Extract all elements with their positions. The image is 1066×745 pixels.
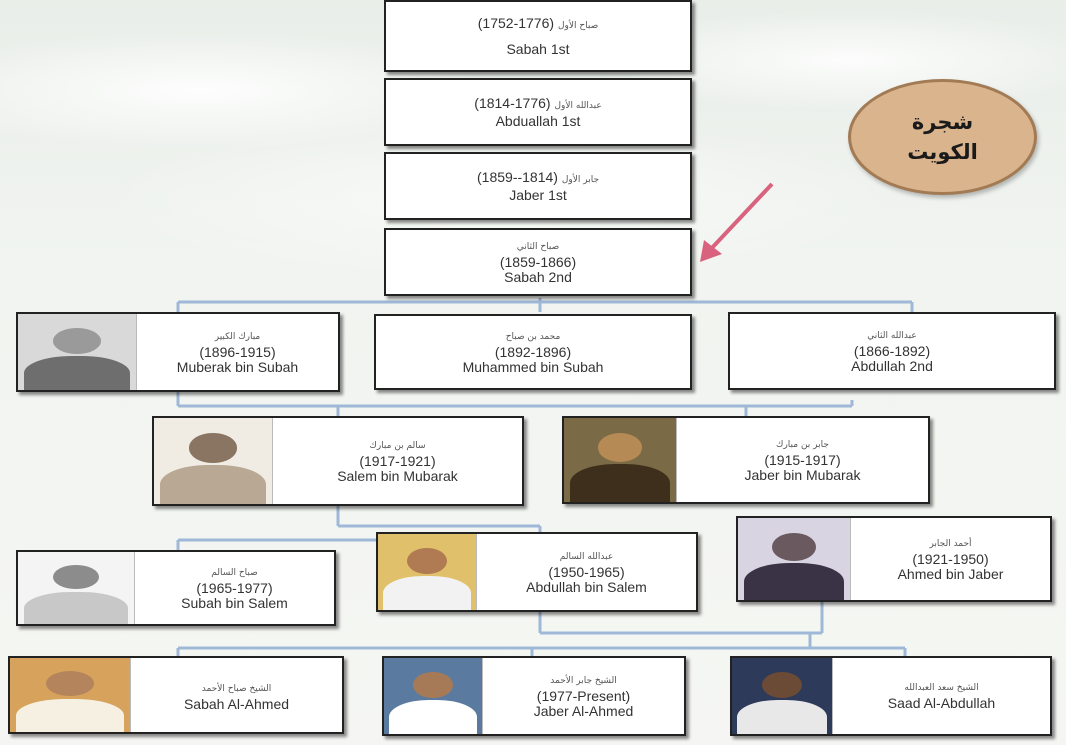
- node-dates: (1896-1915): [199, 343, 276, 360]
- node-name: Subah bin Salem: [181, 594, 288, 611]
- node-dates: (1866-1892): [853, 342, 931, 359]
- node-dates: (1892-1896): [494, 343, 572, 360]
- node-name: Abdullah 2nd: [851, 357, 933, 374]
- portrait-image: [154, 418, 273, 504]
- node-abduallah-1st: عبدالله الأول (1776-1814) Abduallah 1st: [384, 78, 692, 146]
- node-ar: جابر بن مبارك: [776, 439, 829, 450]
- portrait-image: [732, 658, 833, 734]
- node-dates: (1950-1965): [548, 563, 625, 580]
- node-name: Ahmed bin Jaber: [897, 565, 1004, 582]
- node-ar: الشيخ صباح الأحمد: [201, 683, 272, 694]
- node-sabah-2nd: صباح الثاني (1859-1866) Sabah 2nd: [384, 228, 692, 296]
- node-abdullah-2nd: عبدالله الثاني (1866-1892) Abdullah 2nd: [728, 312, 1056, 390]
- node-sabah-al-ahmed: الشيخ صباح الأحمد Sabah Al-Ahmed: [8, 656, 344, 734]
- node-ar: صباح السالم: [211, 567, 258, 578]
- node-ar: مبارك الكبير: [214, 331, 261, 342]
- node-abdullah-bin-salem: عبدالله السالم (1950-1965) Abdullah bin …: [376, 532, 698, 612]
- node-dates: (1921-1950): [912, 550, 989, 567]
- portrait-image: [378, 534, 477, 610]
- badge-line-1: شجرة: [911, 110, 974, 134]
- node-jaber-1st: جابر الأول (1814--1859) Jaber 1st: [384, 152, 692, 220]
- node-name: Saad Al-Abdullah: [887, 695, 996, 711]
- node-ar: عبدالله الثاني: [867, 330, 917, 341]
- badge-line-2: الكويت: [907, 140, 978, 164]
- node-name: Muberak bin Subah: [176, 358, 299, 375]
- node-name: Abdullah bin Salem: [526, 578, 647, 595]
- node-saad-al-abdullah: الشيخ سعد العبدالله Saad Al-Abdullah: [730, 656, 1052, 736]
- node-dates-ar: (1752-1776) صباح الأول: [477, 14, 599, 31]
- node-name: Jaber bin Mubarak: [744, 466, 861, 483]
- node-jaber-bin-mubarak: جابر بن مبارك (1915-1917) Jaber bin Muba…: [562, 416, 930, 504]
- node-ar: صباح الثاني: [516, 241, 560, 252]
- node-name: Muhammed bin Subah: [462, 358, 604, 375]
- portrait-image: [18, 314, 137, 390]
- title-badge: شجرة الكويت: [848, 79, 1037, 195]
- node-name: Jaber 1st: [509, 186, 567, 203]
- node-salem-bin-mubarak: سالم بن مبارك (1917-1921) Salem bin Muba…: [152, 416, 524, 506]
- node-name: Salem bin Mubarak: [337, 467, 458, 484]
- node-name: Abduallah 1st: [495, 112, 581, 129]
- portrait-image: [564, 418, 677, 502]
- node-subah-bin-salem: صباح السالم (1965-1977) Subah bin Salem: [16, 550, 336, 626]
- node-dates: (1977-Present): [536, 687, 631, 704]
- node-name: Jaber Al-Ahmed: [533, 702, 634, 719]
- node-name: Sabah 2nd: [504, 268, 572, 285]
- node-dates-ar: عبدالله الأول (1776-1814): [474, 94, 602, 111]
- portrait-image: [10, 658, 131, 732]
- node-muberak: مبارك الكبير (1896-1915) Muberak bin Sub…: [16, 312, 340, 392]
- portrait-image: [738, 518, 851, 600]
- node-ar: عبدالله السالم: [559, 551, 614, 562]
- portrait-image: [18, 552, 135, 624]
- node-muhammed: محمد بن صباح (1892-1896) Muhammed bin Su…: [374, 314, 692, 390]
- node-ar: الشيخ سعد العبدالله: [904, 683, 979, 693]
- node-name: Sabah Al-Ahmed: [183, 695, 290, 712]
- portrait-image: [384, 658, 483, 734]
- node-sabah-1st: (1752-1776) صباح الأول Sabah 1st: [384, 0, 692, 72]
- node-ahmed-bin-jaber: أحمد الجابر (1921-1950) Ahmed bin Jaber: [736, 516, 1052, 602]
- pointer-arrow-icon: [700, 182, 774, 262]
- node-name: Sabah 1st: [506, 40, 570, 57]
- node-dates: (1915-1917): [764, 451, 841, 468]
- node-jaber-al-ahmed: الشيخ جابر الأحمد (1977-Present) Jaber A…: [382, 656, 686, 736]
- node-ar: أحمد الجابر: [929, 538, 972, 549]
- node-dates: (1917-1921): [359, 452, 436, 469]
- node-dates: (1859-1866): [499, 253, 577, 270]
- node-ar: سالم بن مبارك: [369, 440, 426, 451]
- node-ar: الشيخ جابر الأحمد: [550, 675, 617, 686]
- node-dates: (1965-1977): [196, 579, 273, 596]
- node-ar: محمد بن صباح: [505, 331, 561, 342]
- node-dates-ar: جابر الأول (1814--1859): [476, 168, 600, 185]
